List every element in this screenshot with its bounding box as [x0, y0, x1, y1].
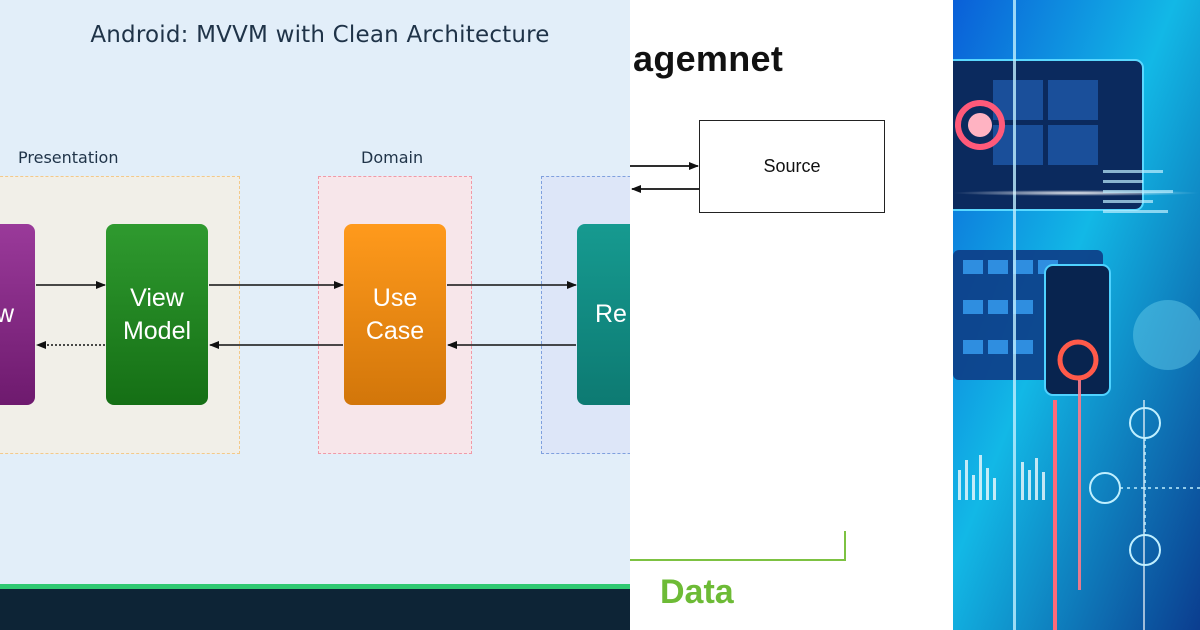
cropped-heading: agemnet	[633, 38, 784, 79]
tech-illustration	[953, 0, 1200, 630]
diagram-title: Android: MVVM with Clean Architecture	[90, 22, 550, 48]
comment-icon	[1129, 534, 1161, 566]
data-layer-label: Data	[660, 573, 734, 611]
view-node: w	[0, 224, 35, 405]
source-arrows	[630, 162, 699, 193]
viewmodel-node-label: View Model	[122, 283, 192, 345]
presentation-label: Presentation	[18, 148, 119, 167]
flow-arrows	[36, 281, 577, 349]
data-source-diagram-panel: agemnet Source Data	[630, 0, 953, 630]
tech-illustration-panel	[953, 0, 1200, 630]
viewmodel-node: View Model	[106, 224, 208, 405]
mvvm-diagram-panel: Android: MVVM with Clean Architecture Pr…	[0, 0, 630, 630]
footer-bar	[0, 589, 630, 630]
usecase-node: Use Case	[344, 224, 446, 405]
ring-chart-icon	[955, 100, 1005, 150]
footer-accent-bar	[0, 584, 630, 589]
repository-node: Re	[577, 224, 630, 405]
domain-label: Domain	[361, 148, 424, 167]
view-node-label: w	[0, 300, 14, 328]
data-layer-bracket	[630, 531, 846, 561]
source-box: Source	[699, 120, 885, 213]
source-box-label: Source	[763, 156, 821, 176]
usecase-node-label: Use Case	[365, 283, 425, 345]
repository-node-label: Re	[595, 300, 627, 328]
